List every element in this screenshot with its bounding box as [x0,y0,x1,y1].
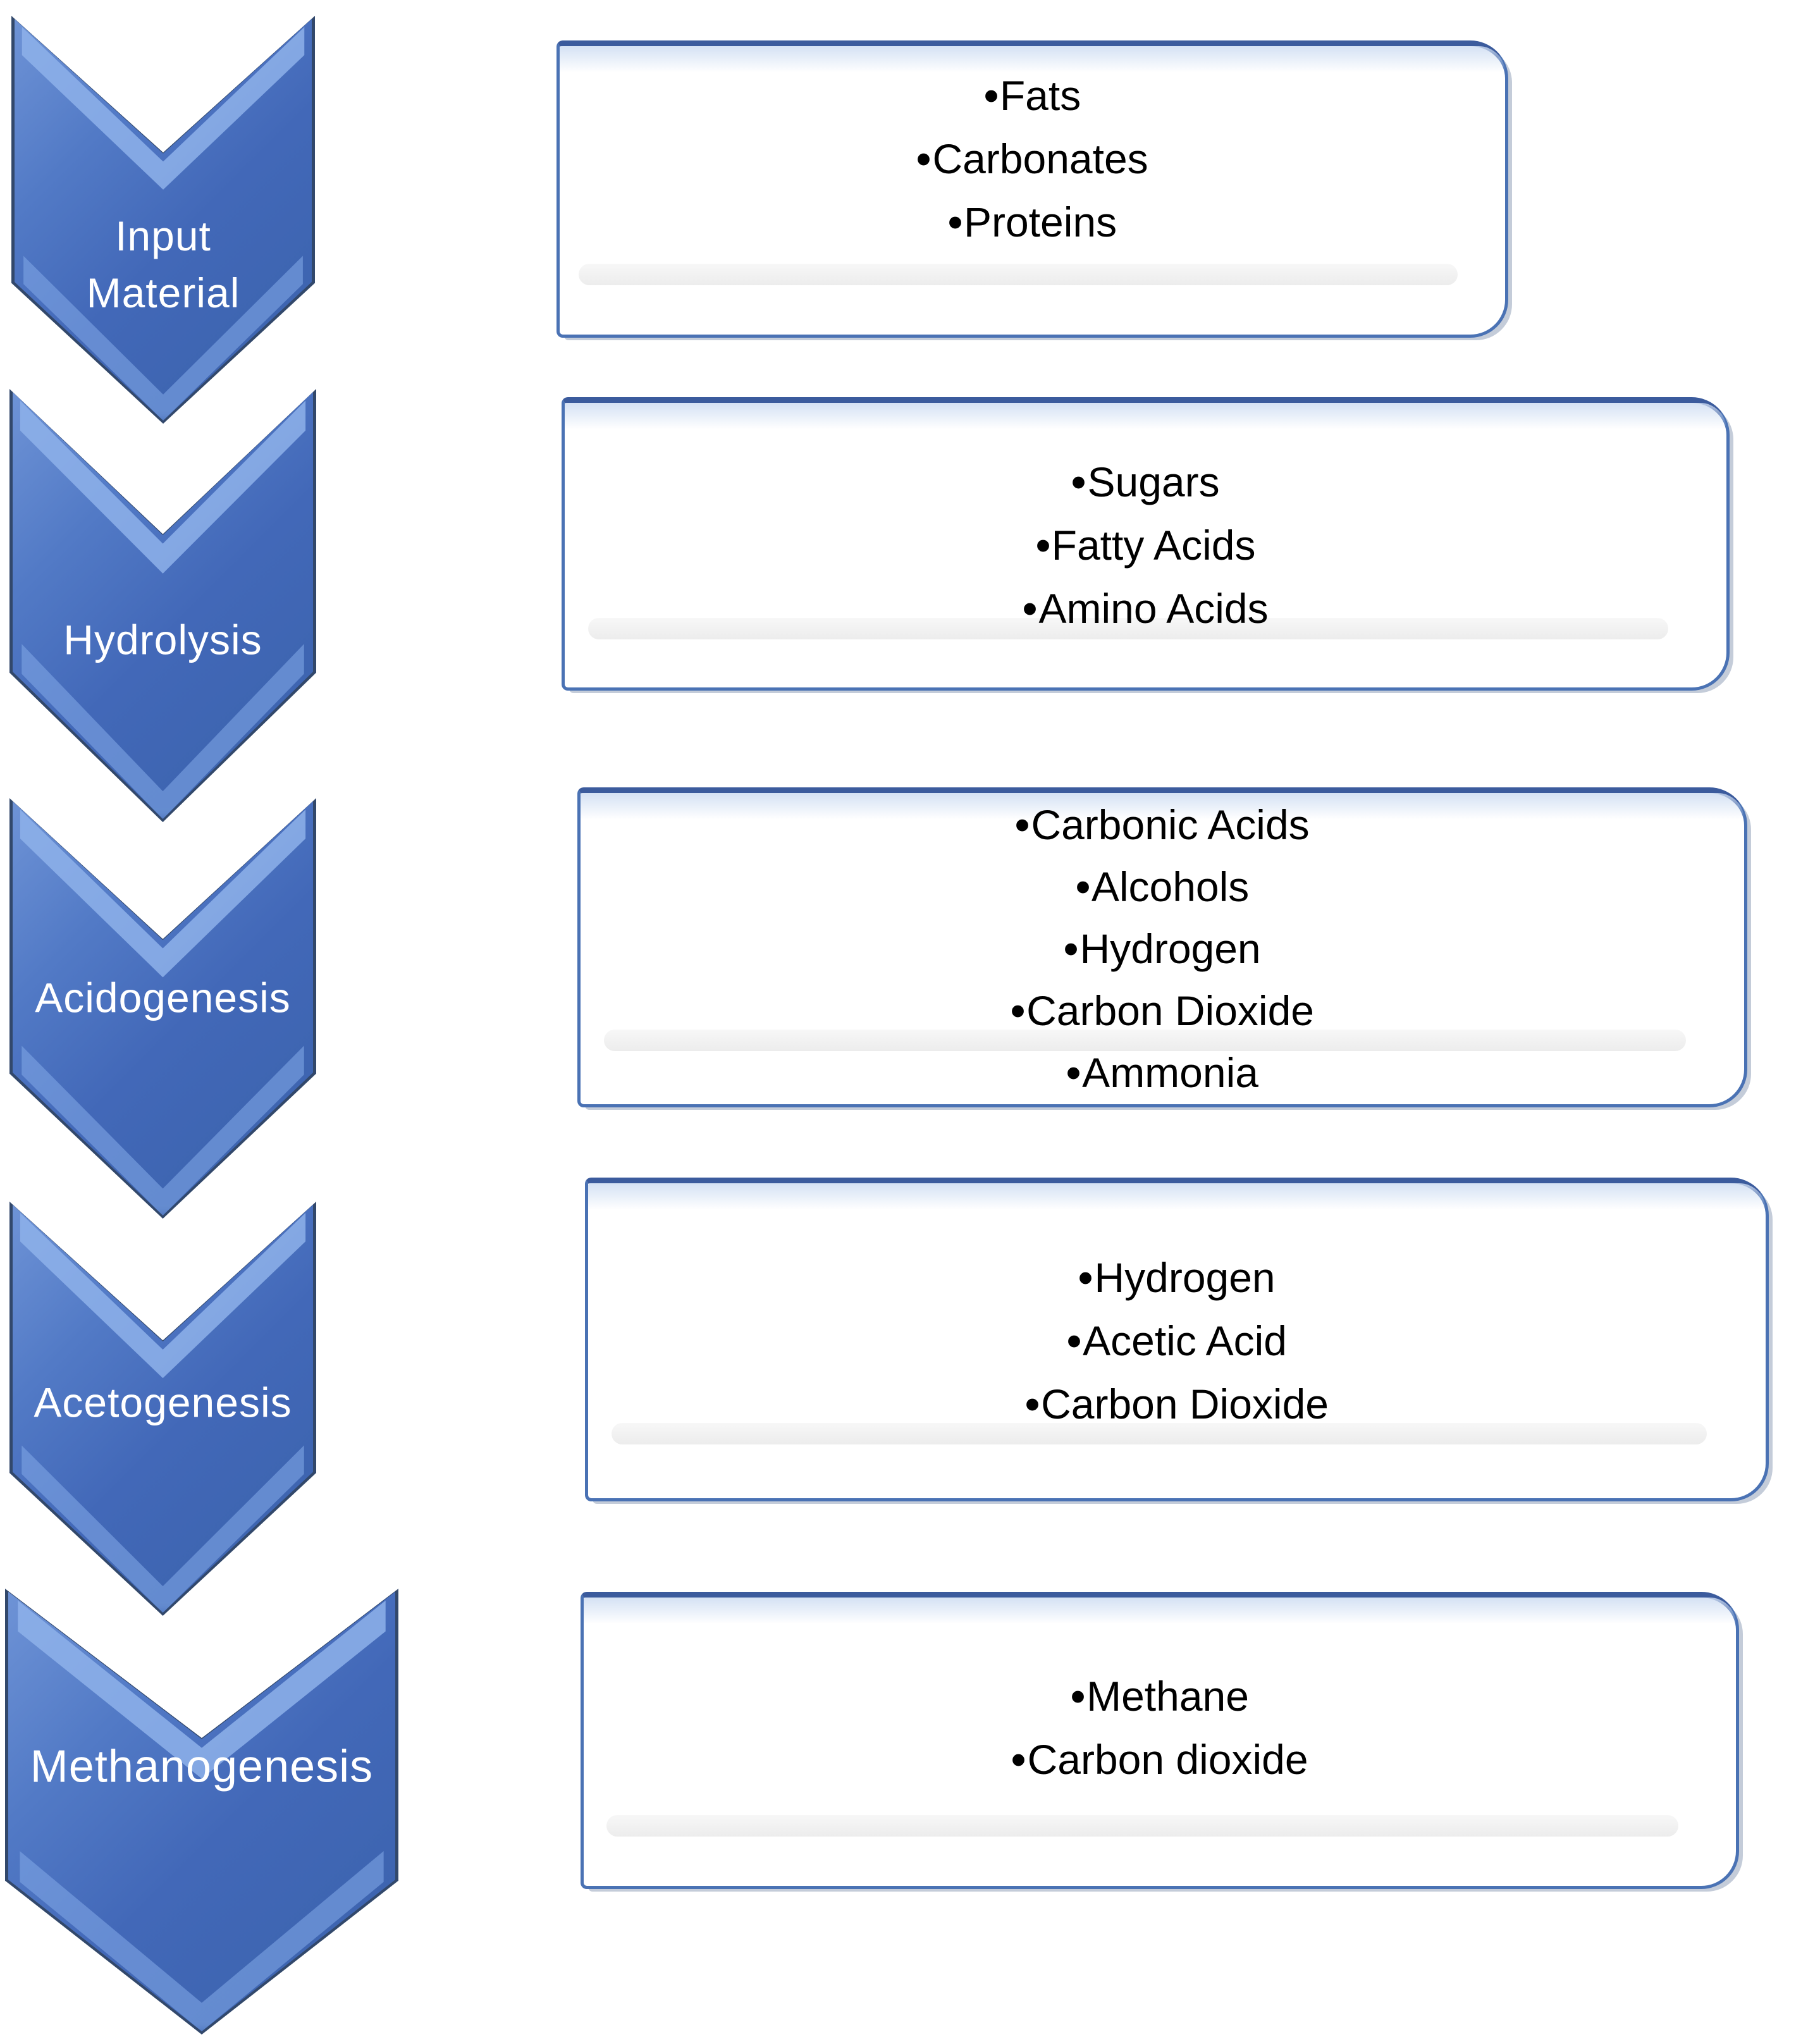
list-item: •Fats [916,64,1148,127]
stage-label: Acetogenesis [34,1379,292,1426]
list-item: •Hydrogen [1025,1246,1329,1309]
item-text: Fats [999,72,1081,119]
item-text: Amino Acids [1038,585,1269,632]
item-text: Carbonates [932,135,1148,182]
bullet-icon: • [1010,986,1026,1035]
list-item: •Carbon dioxide [1011,1728,1308,1791]
list-item: •Carbonates [916,127,1148,190]
list-item: •Proteins [916,190,1148,254]
item-text: Proteins [963,199,1117,245]
outputs-box-methanogenesis: •Methane •Carbon dioxide [581,1592,1739,1889]
bullet-icon: • [916,134,932,183]
item-text: Fatty Acids [1051,522,1256,569]
bullet-icon: • [1070,1672,1086,1721]
item-text: Hydrogen [1079,925,1261,972]
list-item: •Ammonia [1011,1042,1314,1104]
list-item: •Sugars [1023,450,1268,514]
list-item: •Acetic Acid [1025,1309,1329,1372]
list-item: •Hydrogen [1011,918,1314,980]
stage-chevron-acidogenesis: Acidogenesis [9,798,316,1219]
bullet-icon: • [947,197,963,247]
stage-chevron-methanogenesis: Methanogenesis [5,1589,398,2035]
bullet-icon: • [1035,520,1051,570]
list-item: •Alcohols [1011,856,1314,918]
items-list: •Carbonic Acids •Alcohols •Hydrogen •Car… [1010,794,1315,1104]
bullet-icon: • [1071,457,1087,507]
item-text: Carbon dioxide [1027,1736,1308,1783]
list-item: •Carbon Dioxide [1010,980,1315,1042]
item-text: Ammonia [1082,1049,1258,1096]
item-text: Sugars [1087,459,1220,505]
stage-chevron-hydrolysis: Hydrolysis [9,389,316,822]
outputs-box-acidogenesis: •Carbonic Acids •Alcohols •Hydrogen •Car… [577,787,1747,1107]
item-text: Alcohols [1091,863,1250,910]
stage-label: Hydrolysis [63,616,262,663]
list-item: •Fatty Acids [1023,514,1268,577]
bullet-icon: • [1075,862,1091,911]
chevron-bevel [8,1592,395,2031]
stage-label: Input Material [86,212,240,316]
bullet-icon: • [1011,1735,1027,1784]
items-list: •Hydrogen •Acetic Acid •Carbon Dioxide [1024,1246,1329,1436]
bullet-icon: • [1066,1048,1081,1097]
bullet-icon: • [1063,924,1079,973]
item-text: Acetic Acid [1083,1317,1287,1364]
stage-label: Methanogenesis [30,1741,374,1792]
bullet-icon: • [1024,1379,1040,1429]
bullet-icon: • [1014,800,1031,849]
outputs-box-hydrolysis: •Sugars •Fatty Acids •Amino Acids [562,397,1730,691]
list-item: •Carbonic Acids [1011,794,1314,856]
outputs-box-input-material: •Fats •Carbonates •Proteins [557,40,1508,338]
stage-chevron-input-material: Input Material [11,16,315,424]
chevron-bevel [13,392,313,819]
item-text: Carbon Dioxide [1026,987,1315,1034]
list-item: •Amino Acids [1022,577,1269,640]
stage-chevron-acetogenesis: Acetogenesis [9,1202,316,1616]
bullet-icon: • [1066,1316,1082,1365]
stage-label: Acidogenesis [35,974,291,1021]
items-list: •Fats •Carbonates •Proteins [916,64,1148,254]
item-text: Carbonic Acids [1031,801,1310,848]
list-item: •Methane [1011,1665,1308,1728]
outputs-box-acetogenesis: •Hydrogen •Acetic Acid •Carbon Dioxide [585,1178,1769,1501]
bullet-icon: • [983,71,999,120]
bullet-icon: • [1078,1253,1094,1302]
item-text: Methane [1086,1673,1249,1720]
bullet-icon: • [1022,584,1038,633]
items-list: •Sugars •Fatty Acids •Amino Acids [1022,450,1269,640]
items-list: •Methane •Carbon dioxide [1011,1665,1308,1791]
item-text: Carbon Dioxide [1041,1381,1329,1427]
list-item: •Carbon Dioxide [1024,1372,1329,1436]
item-text: Hydrogen [1094,1254,1276,1301]
